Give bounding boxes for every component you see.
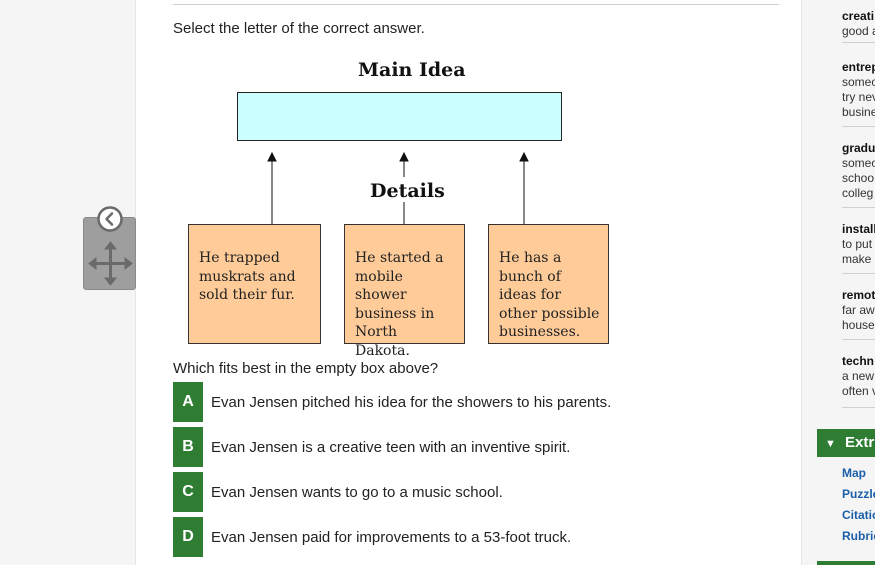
vocab-definition: often v <box>842 384 875 398</box>
arrowhead-right <box>519 151 529 162</box>
answer-option-a[interactable]: A Evan Jensen pitched his idea for the s… <box>173 382 773 422</box>
vocab-definition: a new <box>842 369 875 383</box>
vocab-item: entrep someo try nev busine <box>842 60 875 127</box>
answer-text[interactable]: Evan Jensen is a creative teen with an i… <box>211 439 571 456</box>
vocab-definition: busine <box>842 105 875 119</box>
extras-label: Extr <box>845 434 875 451</box>
vocab-definition: someo <box>842 75 875 89</box>
extras-link-citation[interactable]: Citatio <box>842 508 875 522</box>
vocab-definition: schoo <box>842 171 875 185</box>
detail-box: He started a mobile shower business in N… <box>344 224 465 359</box>
question-text: Which fits best in the empty box above? <box>173 360 439 377</box>
triangle-down-icon: ▼ <box>825 438 836 450</box>
vocab-definition: far aw <box>842 303 875 317</box>
detail-box: He trapped muskrats and sold their fur. <box>188 224 321 344</box>
vocab-term: techn <box>842 354 875 368</box>
answer-option-d[interactable]: D Evan Jensen paid for improvements to a… <box>173 517 773 557</box>
vocab-item: remot far aw house <box>842 288 875 340</box>
extras-link-rubric[interactable]: Rubric <box>842 529 875 543</box>
main-idea-box <box>237 92 562 141</box>
answer-text[interactable]: Evan Jensen pitched his idea for the sho… <box>211 394 612 411</box>
vocab-definition: someo <box>842 156 875 170</box>
details-title: Details <box>370 180 445 202</box>
chevron-left-circle-icon[interactable] <box>97 206 123 232</box>
arrowhead-center <box>399 151 409 162</box>
vocab-definition: colleg <box>842 186 874 200</box>
vocab-item: creati good a <box>842 9 875 43</box>
instruction-text: Select the letter of the correct answer. <box>173 20 425 37</box>
answer-letter-button[interactable]: D <box>173 517 203 557</box>
question-panel: Select the letter of the correct answer.… <box>135 0 802 565</box>
answer-option-c[interactable]: C Evan Jensen wants to go to a music sch… <box>173 472 773 512</box>
vocab-definition: good a <box>842 24 875 38</box>
diagram-arrows <box>267 151 529 224</box>
vocab-definition: make <box>842 252 872 266</box>
answer-letter-button[interactable]: B <box>173 427 203 467</box>
arrowhead-left <box>267 151 277 162</box>
top-divider <box>173 4 779 5</box>
vocab-term: gradu <box>842 141 875 155</box>
floating-tool-widget[interactable] <box>83 206 136 290</box>
answer-text[interactable]: Evan Jensen paid for improvements to a 5… <box>211 529 572 546</box>
vocab-term: install <box>842 222 875 236</box>
answer-text[interactable]: Evan Jensen wants to go to a music schoo… <box>211 484 503 501</box>
vocab-term: creati <box>842 9 875 23</box>
answer-letter-button[interactable]: A <box>173 382 203 422</box>
vocab-term: entrep <box>842 60 875 74</box>
detail-box: He has a bunch of ideas for other possib… <box>488 224 609 344</box>
section-header-bar <box>817 561 875 565</box>
extras-link-puzzle[interactable]: Puzzle <box>842 487 875 501</box>
extras-link-map[interactable]: Map <box>842 466 866 480</box>
answer-option-b[interactable]: B Evan Jensen is a creative teen with an… <box>173 427 773 467</box>
answer-letter-button[interactable]: C <box>173 472 203 512</box>
vocab-definition: try nev <box>842 90 875 104</box>
vocab-item: gradu someo schoo colleg <box>842 141 875 208</box>
extras-section-toggle[interactable]: ▼ Extr <box>817 429 875 457</box>
right-sidebar: creati good a entrep someo try nev busin… <box>817 0 875 565</box>
main-idea-title: Main Idea <box>358 59 466 81</box>
vocab-definition: house <box>842 318 875 332</box>
move-arrows-icon[interactable] <box>88 241 133 286</box>
vocab-definition: to put <box>842 237 873 251</box>
vocab-item: install to put make <box>842 222 875 274</box>
vocab-term: remot <box>842 288 875 302</box>
vocab-item: techn a new often v <box>842 354 875 408</box>
